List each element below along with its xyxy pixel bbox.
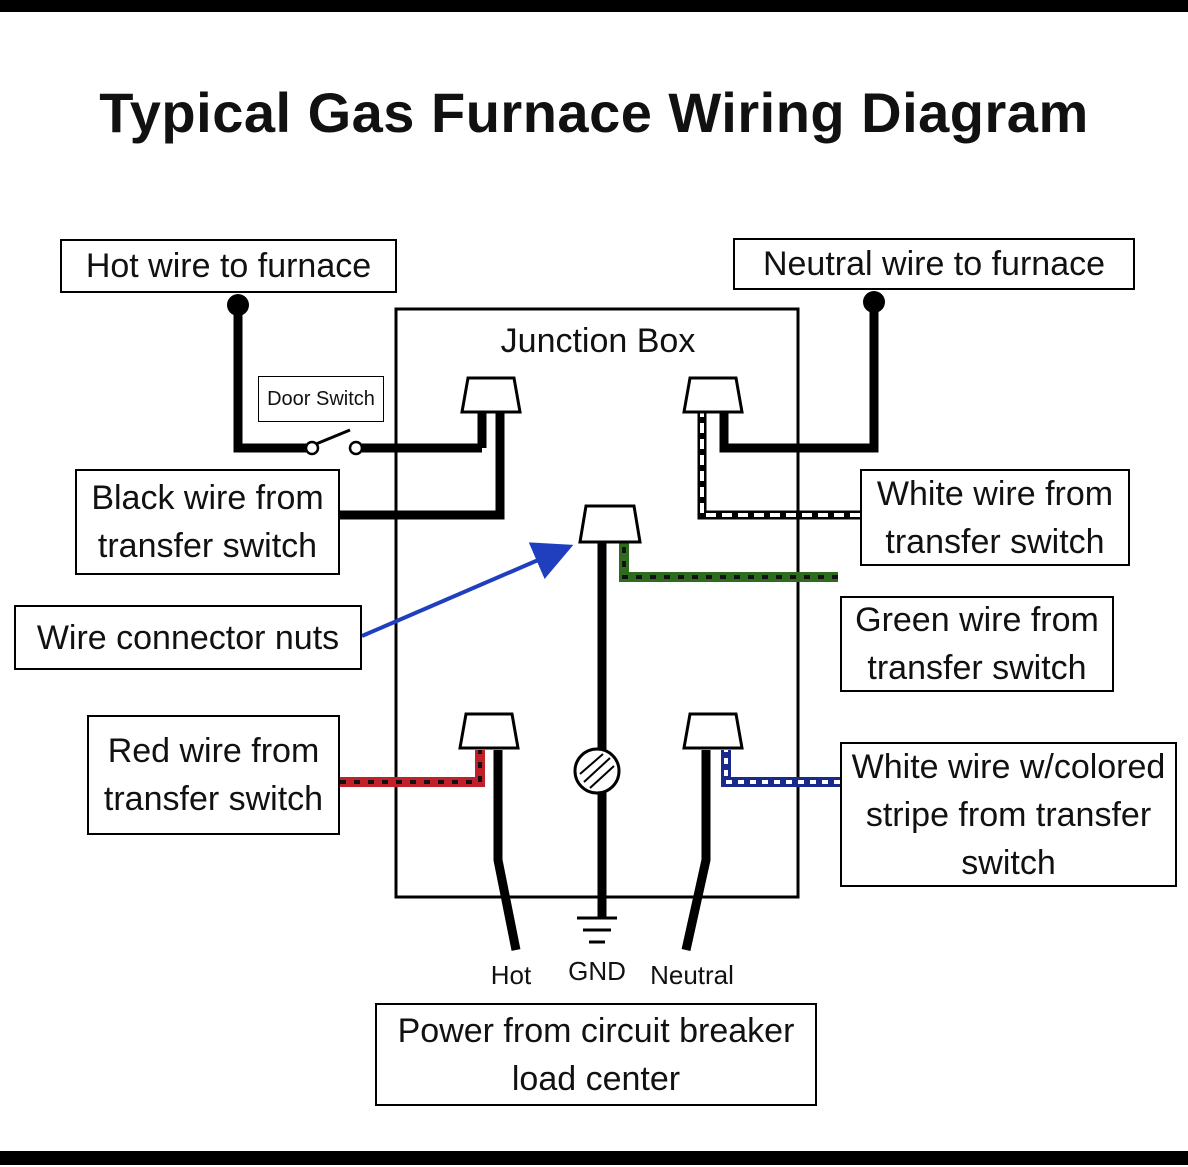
wire-nut-bottom-right xyxy=(682,712,744,750)
green-wire-label: Green wire from transfer switch xyxy=(840,596,1114,692)
wire-nut-bottom-left xyxy=(458,712,520,750)
connector-nuts-label: Wire connector nuts xyxy=(14,605,362,670)
junction-box xyxy=(394,307,800,899)
terminal-hot-label: Hot xyxy=(490,960,532,990)
hot-supply-wire xyxy=(493,750,521,951)
hot-furnace-label: Hot wire to furnace xyxy=(60,239,397,293)
black-wire xyxy=(340,412,505,520)
door-switch-label: Door Switch xyxy=(258,376,384,422)
junction-box-label: Junction Box xyxy=(500,322,696,360)
red-wire xyxy=(340,750,485,787)
ground-wire xyxy=(573,542,621,944)
wire-nut-top-left xyxy=(460,376,522,414)
black-wire-label: Black wire from transfer switch xyxy=(75,469,340,575)
white-striped-wire xyxy=(721,750,840,787)
diagram-title: Typical Gas Furnace Wiring Diagram xyxy=(99,81,1089,144)
green-wire xyxy=(619,542,838,582)
connector-nuts-arrow xyxy=(361,542,574,638)
red-wire-label: Red wire from transfer switch xyxy=(87,715,340,835)
white-wire xyxy=(697,412,860,520)
power-source-label: Power from circuit breaker load center xyxy=(375,1003,817,1106)
top-border xyxy=(0,0,1188,12)
terminal-neutral-label: Neutral xyxy=(650,960,734,990)
terminal-gnd-label: GND xyxy=(568,956,626,986)
neutral-furnace-label: Neutral wire to furnace xyxy=(733,238,1135,290)
neutral-furnace-wire xyxy=(719,291,885,453)
neutral-supply-wire xyxy=(681,750,711,951)
white-striped-wire-label: White wire w/colored stripe from transfe… xyxy=(840,742,1177,887)
hot-furnace-wire xyxy=(227,294,306,453)
wire-nut-top-right xyxy=(682,376,744,414)
bottom-border xyxy=(0,1151,1188,1165)
door-switch-symbol xyxy=(304,412,487,456)
wire-nut-center xyxy=(578,504,642,544)
white-wire-label: White wire from transfer switch xyxy=(860,469,1130,566)
